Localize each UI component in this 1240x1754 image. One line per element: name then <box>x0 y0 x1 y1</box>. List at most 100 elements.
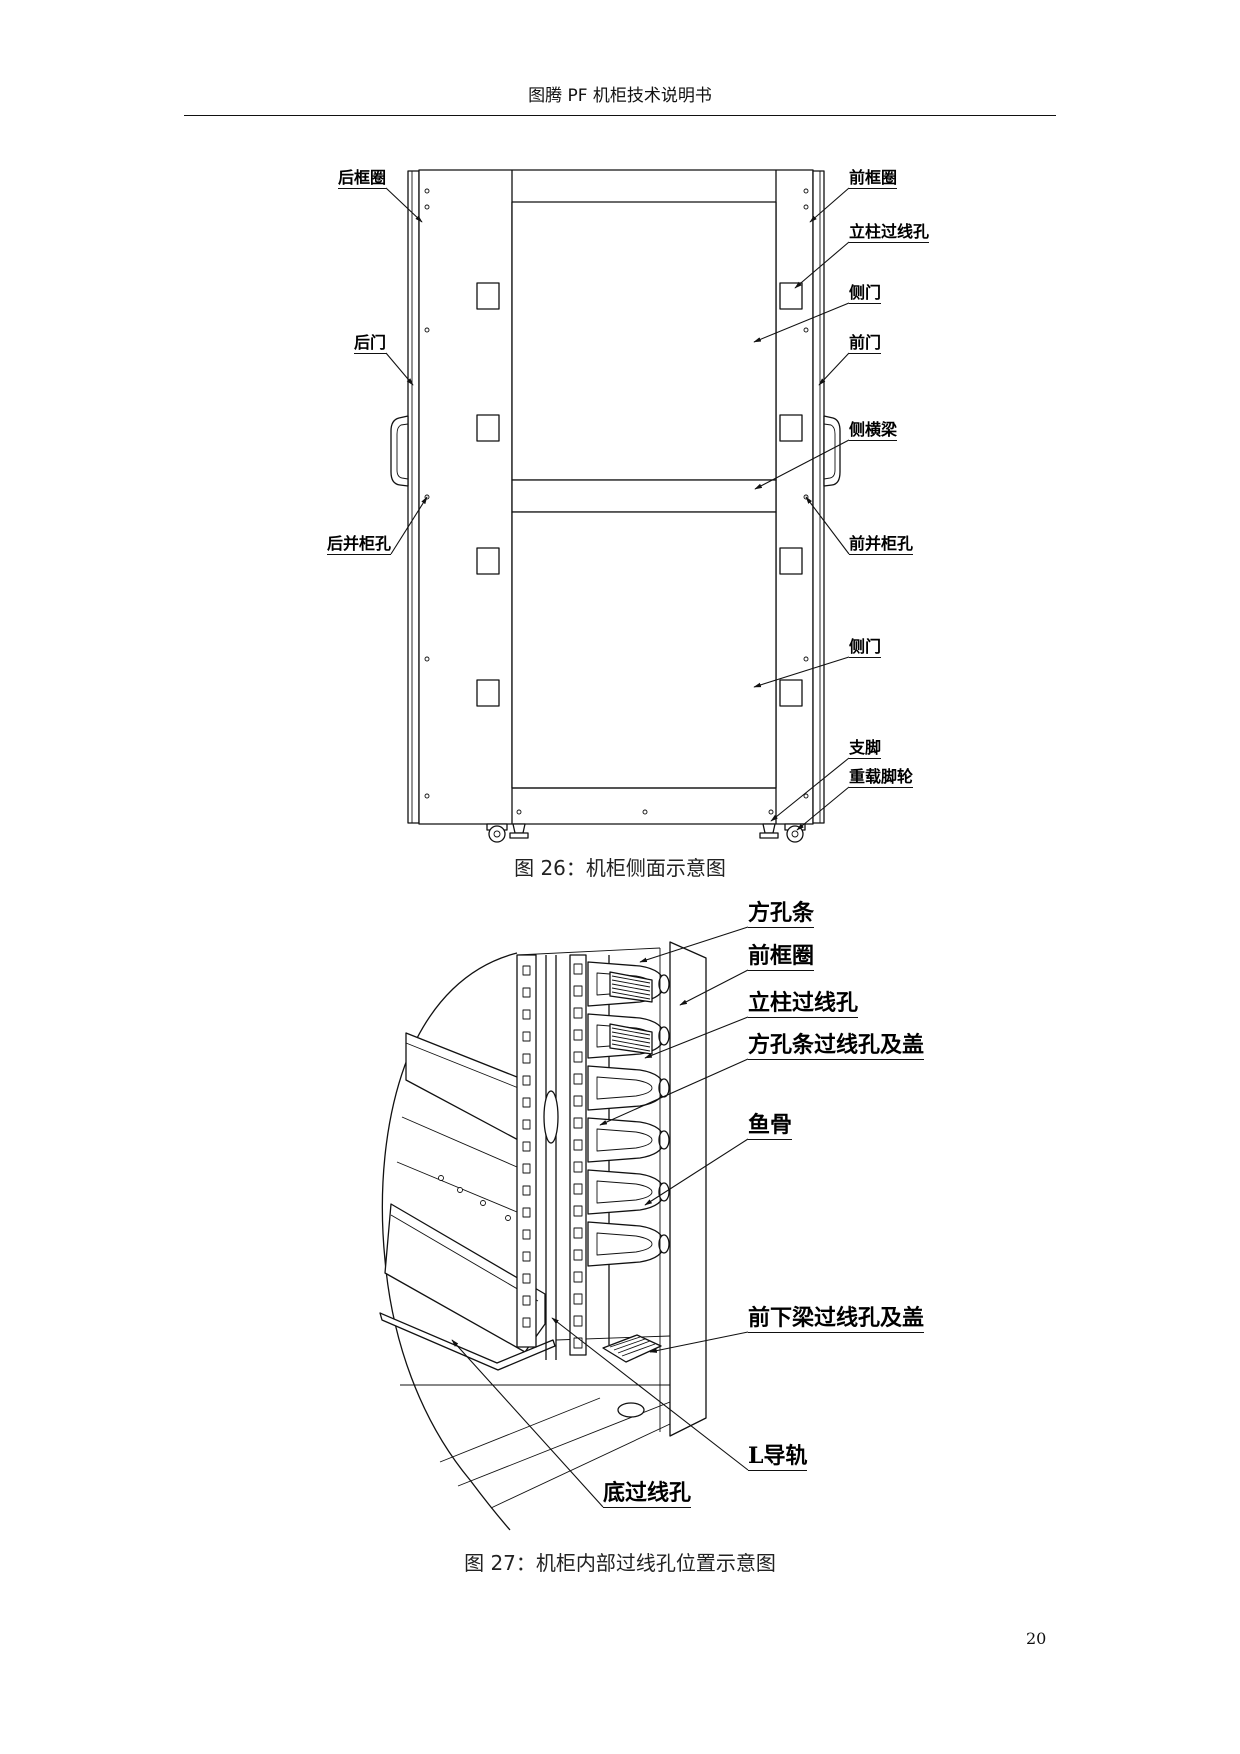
fishbone-square-hole <box>573 963 583 975</box>
screw-hole <box>642 809 648 815</box>
label-square-hole-strip: 方孔条 <box>748 900 815 928</box>
post-square-hole <box>522 1053 531 1064</box>
label-front-combine-hole: 前并柜孔 <box>849 534 914 555</box>
lower-beam-cable-hole-cover <box>602 1334 662 1363</box>
label-foot: 支脚 <box>849 738 882 759</box>
post-square-hole <box>522 1207 531 1218</box>
screw-hole <box>803 656 809 662</box>
strip-cable-hole-cover <box>609 971 653 1003</box>
label-fishbone: 鱼骨 <box>748 1112 793 1140</box>
figure-27-leader-lines <box>451 926 749 1508</box>
screw-hole <box>424 327 430 333</box>
label-rear-combine-hole: 后并柜孔 <box>326 534 391 555</box>
leader-front-door <box>818 352 850 386</box>
leader-caster <box>796 786 850 831</box>
label-side-door-upper: 侧门 <box>849 283 882 304</box>
screw-hole <box>424 793 430 799</box>
support-foot-front <box>762 823 776 834</box>
fishbone-square-hole <box>573 985 583 997</box>
post-cable-hole-right <box>779 679 803 707</box>
front-door-handle-inner <box>823 423 836 480</box>
support-foot-rear-base <box>509 832 529 839</box>
fishbone-square-hole <box>573 1161 583 1173</box>
fishbone-square-hole <box>573 1293 583 1305</box>
label-post-cable-hole-27: 立柱过线孔 <box>748 990 859 1018</box>
side-panel-hole <box>480 1200 486 1206</box>
leader-post-cable-hole <box>794 241 850 289</box>
post-square-hole <box>522 1097 531 1108</box>
side-panel-line <box>401 1116 518 1168</box>
post-square-hole <box>522 965 531 976</box>
figure-26-cabinet-side-view <box>385 169 850 843</box>
post-cable-hole-left <box>476 414 500 442</box>
figure-26-caption: 图 26：机柜侧面示意图 <box>514 856 726 880</box>
leader-front-frame <box>679 969 749 1006</box>
screw-hole <box>803 204 809 210</box>
label-side-beam: 侧横梁 <box>849 420 898 441</box>
front-door-strip <box>812 170 825 824</box>
leader-lower-beam-cable-hole-cover <box>649 1331 749 1353</box>
front-frame <box>669 941 707 1437</box>
leader-rear-combine-hole <box>390 496 428 555</box>
screw-hole <box>803 327 809 333</box>
cover-hatch <box>609 1336 656 1357</box>
post-square-hole <box>522 1163 531 1174</box>
leader-post-cable-hole <box>644 1016 749 1059</box>
leader-front-combine-hole <box>805 496 850 555</box>
leader-side-door-upper <box>753 302 850 343</box>
post-square-hole <box>522 1317 531 1328</box>
fishbone-square-hole <box>573 1051 583 1063</box>
side-panel-line <box>396 1161 518 1213</box>
front-door-handle <box>823 415 841 487</box>
post-cable-hole-left <box>476 679 500 707</box>
screw-hole <box>424 204 430 210</box>
screw-hole <box>768 809 774 815</box>
fishbone-ring-knob <box>658 1234 670 1254</box>
fishbone-ring-knob <box>658 974 670 994</box>
figure-27-caption: 图 27：机柜内部过线孔位置示意图 <box>464 1551 776 1575</box>
leader-rear-frame <box>385 187 423 223</box>
label-lower-beam-cable-hole-cover: 前下梁过线孔及盖 <box>748 1305 925 1333</box>
label-front-frame: 前框圈 <box>849 168 898 189</box>
post-cable-hole-left <box>476 282 500 310</box>
rear-door-strip <box>407 170 420 824</box>
bottom-base-plate <box>379 1312 556 1371</box>
caster-axle-rear <box>493 830 501 838</box>
figure-27-cabinet-interior-view <box>379 926 749 1531</box>
leader-side-door-lower <box>753 656 850 688</box>
fishbone-square-hole <box>573 1007 583 1019</box>
label-front-frame-27: 前框圈 <box>748 943 815 971</box>
label-rear-door: 后门 <box>353 333 386 354</box>
post-square-hole <box>522 987 531 998</box>
post-oval-slot <box>543 1090 559 1144</box>
fishbone-ring-knob <box>658 1130 670 1150</box>
post-square-hole <box>522 1273 531 1284</box>
side-door-lower-panel <box>511 511 777 789</box>
label-front-door: 前门 <box>849 333 882 354</box>
side-panel-hole <box>438 1175 444 1181</box>
header-rule <box>184 115 1056 116</box>
running-header: 图腾 PF 机柜技术说明书 <box>528 86 712 106</box>
screw-holes <box>424 188 809 815</box>
post-square-hole <box>522 1119 531 1130</box>
leader-rear-door <box>385 352 414 386</box>
label-bottom-cable-hole: 底过线孔 <box>603 1480 692 1508</box>
leader-l-rail <box>551 1317 749 1471</box>
leader-bottom-cable-hole <box>451 1339 604 1508</box>
leader-side-beam <box>754 439 850 490</box>
screw-hole <box>424 188 430 194</box>
figure-26-leader-lines <box>385 187 850 831</box>
post-square-hole <box>522 1295 531 1306</box>
side-beam <box>511 479 777 513</box>
screw-hole <box>803 793 809 799</box>
fishbone-square-hole <box>573 1249 583 1261</box>
support-foot-rear <box>512 823 526 834</box>
leader-fishbone <box>644 1138 749 1206</box>
upper-side-beam-fold <box>405 1042 527 1092</box>
post-square-hole <box>522 1251 531 1262</box>
cover-hatch <box>611 975 651 1000</box>
screw-hole <box>803 188 809 194</box>
post-cable-hole-right <box>779 547 803 575</box>
top-edge-line <box>516 947 661 956</box>
